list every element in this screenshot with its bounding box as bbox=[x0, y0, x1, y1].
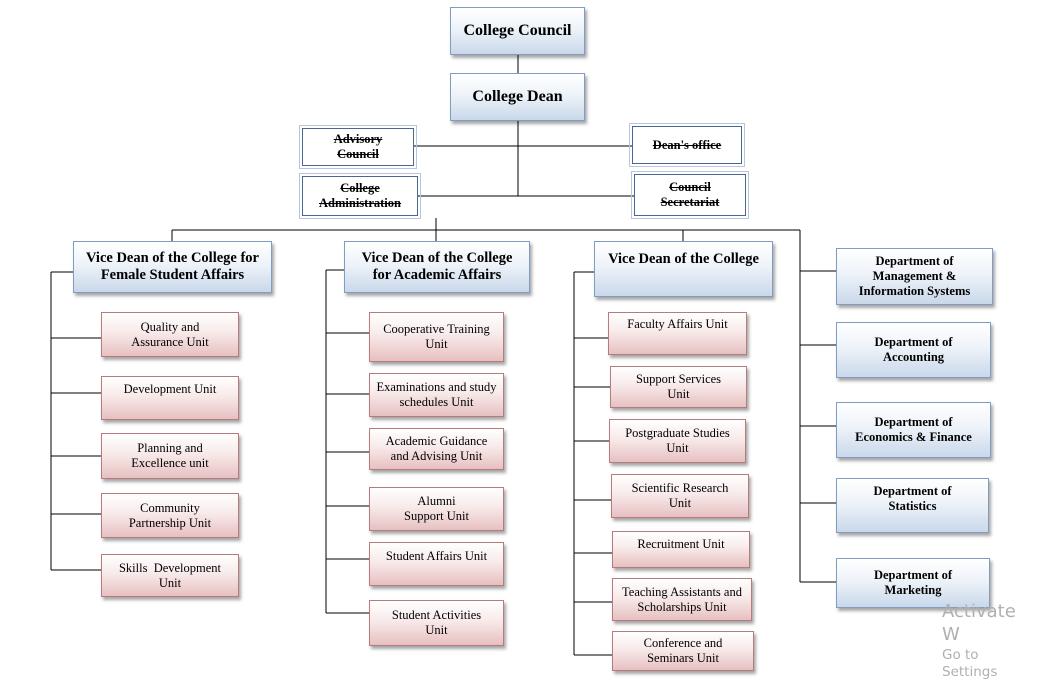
unit-skills-development: Skills Development Unit bbox=[101, 554, 239, 597]
unit-quality-assurance: Quality and Assurance Unit bbox=[101, 312, 239, 357]
unit-support-services: Support Services Unit bbox=[610, 366, 747, 408]
unit-conference-seminars: Conference and Seminars Unit bbox=[612, 631, 754, 671]
watermark-line-2: Go to Settings bbox=[942, 646, 998, 681]
unit-alumni-support: Alumni Support Unit bbox=[369, 487, 504, 531]
unit-community-partnership: Community Partnership Unit bbox=[101, 493, 239, 538]
college-dean-box: College Dean bbox=[450, 73, 585, 121]
unit-development: Development Unit bbox=[101, 376, 239, 420]
watermark-line-1: Activate W bbox=[942, 601, 1016, 646]
unit-examinations-schedules: Examinations and study schedules Unit bbox=[369, 373, 504, 417]
unit-teaching-assistants: Teaching Assistants and Scholarships Uni… bbox=[612, 578, 752, 621]
dept-accounting: Department of Accounting bbox=[836, 322, 991, 378]
college-council-box: College Council bbox=[450, 7, 585, 55]
council-secretariat-box: Council Secretariat bbox=[631, 171, 749, 219]
unit-cooperative-training: Cooperative Training Unit bbox=[369, 312, 504, 362]
unit-recruitment: Recruitment Unit bbox=[612, 531, 750, 568]
dept-management-info-systems: Department of Management & Information S… bbox=[836, 248, 993, 305]
dept-economics-finance: Department of Economics & Finance bbox=[836, 402, 991, 458]
vice-dean-female-box: Vice Dean of the College for Female Stud… bbox=[73, 241, 272, 293]
unit-scientific-research: Scientific Research Unit bbox=[611, 474, 749, 518]
deans-office-box: Dean's office bbox=[629, 123, 745, 167]
college-administration-box: College Administration bbox=[299, 173, 421, 219]
unit-academic-guidance: Academic Guidance and Advising Unit bbox=[369, 428, 504, 470]
unit-faculty-affairs: Faculty Affairs Unit bbox=[608, 312, 747, 355]
unit-student-activities: Student Activities Unit bbox=[369, 600, 504, 646]
unit-postgraduate-studies: Postgraduate Studies Unit bbox=[609, 419, 746, 463]
unit-planning-excellence: Planning and Excellence unit bbox=[101, 433, 239, 479]
advisory-council-box: Advisory Council bbox=[299, 125, 417, 169]
dept-marketing: Department of Marketing bbox=[836, 558, 990, 608]
dept-statistics: Department of Statistics bbox=[836, 478, 989, 533]
vice-dean-college-box: Vice Dean of the College bbox=[594, 241, 773, 297]
unit-student-affairs: Student Affairs Unit bbox=[369, 542, 504, 586]
vice-dean-academic-box: Vice Dean of the College for Academic Af… bbox=[344, 241, 530, 293]
activation-watermark: Activate W Go to Settings bbox=[942, 600, 1037, 682]
